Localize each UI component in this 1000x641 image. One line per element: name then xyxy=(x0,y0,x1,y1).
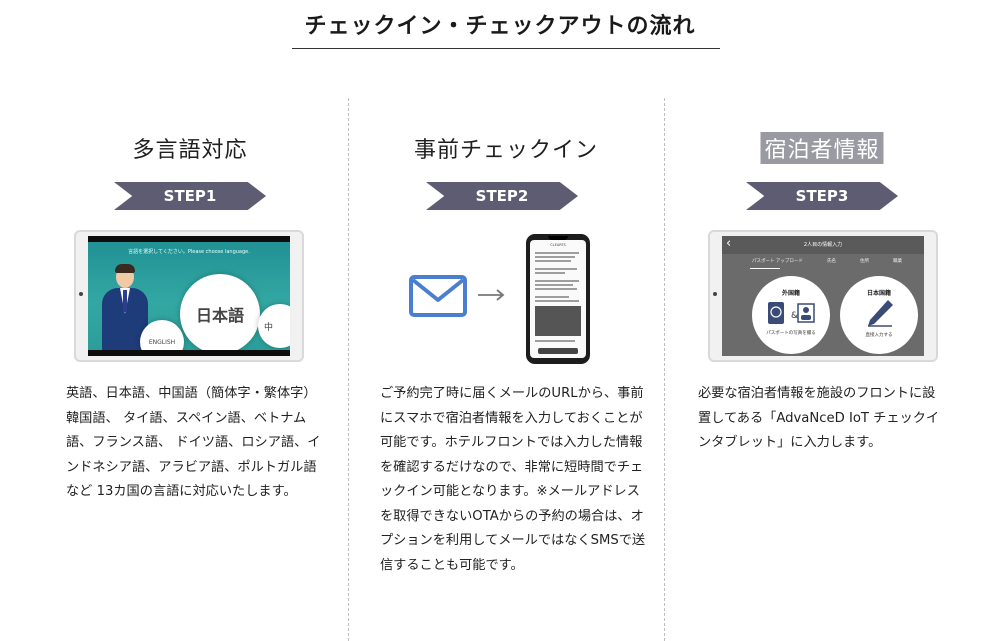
step-column-3: 宿泊者情報 STEP3 2人目の情報入力 ‹ パスポート アップロード 氏名 住… xyxy=(672,98,972,641)
japanese-sublabel: 直接入力する xyxy=(865,333,893,338)
step-description: 英語、日本語、中国語（簡体字・繁体字）韓国語、 タイ語、スペイン語、ベトナム語、… xyxy=(66,386,321,499)
passport-scan-icon: & xyxy=(768,302,815,324)
svg-text:&: & xyxy=(791,311,798,321)
page-title: チェックイン・チェックアウトの流れ xyxy=(304,14,696,39)
step-heading: 多言語対応 xyxy=(132,138,248,163)
tablet-mockup: 言語を選択してください。Please choose language. ENGL… xyxy=(74,230,304,362)
camera-dot xyxy=(713,292,717,296)
column-divider xyxy=(664,98,665,641)
language-bubble-japanese: 日本語 xyxy=(180,274,260,354)
step-description: 必要な宿泊者情報を施設のフロントに設置してある「AdvaNceD IoT チェッ… xyxy=(698,386,940,450)
tab-occupation: 職業 xyxy=(892,259,902,264)
japanese-label: 日本国籍 xyxy=(866,290,891,297)
arrow-right-icon xyxy=(478,289,505,301)
person-illustration xyxy=(102,264,148,356)
phone-screen: CLEARTS xyxy=(530,240,586,358)
step-column-2: 事前チェックイン STEP2 CLEARTS ご予約完了時に届くメールのURLか xyxy=(356,98,656,641)
screen-header: 2人目の情報入力 xyxy=(722,236,924,254)
smartphone-mockup: CLEARTS xyxy=(526,234,590,364)
tablet-screen: 2人目の情報入力 ‹ パスポート アップロード 氏名 住所 職業 外国籍 & xyxy=(722,236,924,356)
tab-address: 住所 xyxy=(859,259,869,264)
step-label: STEP3 xyxy=(746,182,898,210)
foreign-label: 外国籍 xyxy=(781,290,800,297)
step-column-1: 多言語対応 STEP1 言語を選択してください。Please choose la… xyxy=(40,98,340,641)
foreign-sublabel: パスポートの写真を撮る xyxy=(766,331,816,336)
language-bubble-chinese: 中 xyxy=(258,304,290,348)
language-prompt: 言語を選択してください。Please choose language. xyxy=(128,249,250,255)
column-divider xyxy=(348,98,349,641)
title-underline xyxy=(292,48,720,49)
back-chevron-icon: ‹ xyxy=(726,236,732,251)
step-heading: 宿泊者情報 xyxy=(760,132,884,164)
step-heading: 事前チェックイン xyxy=(413,138,598,163)
camera-dot xyxy=(79,292,83,296)
foreign-nationality-option: 外国籍 & パスポートの写真を撮る xyxy=(752,276,830,354)
phone-submit-button xyxy=(538,348,578,354)
tab-passport: パスポート アップロード xyxy=(752,259,803,264)
phone-title: CLEARTS xyxy=(550,243,566,247)
step-label: STEP2 xyxy=(426,182,578,210)
step-description: ご予約完了時に届くメールのURLから、事前にスマホで宿泊者情報を入力しておくこと… xyxy=(380,386,646,573)
pen-icon xyxy=(868,300,893,327)
japanese-nationality-option: 日本国籍 直接入力する xyxy=(840,276,918,354)
tablet-screen: 言語を選択してください。Please choose language. ENGL… xyxy=(88,236,290,356)
tablet-mockup: 2人目の情報入力 ‹ パスポート アップロード 氏名 住所 職業 外国籍 & xyxy=(708,230,938,362)
form-tabs: パスポート アップロード 氏名 住所 職業 xyxy=(752,258,902,264)
envelope-icon xyxy=(409,275,467,317)
tab-name: 氏名 xyxy=(826,259,836,264)
step-label: STEP1 xyxy=(114,182,266,210)
